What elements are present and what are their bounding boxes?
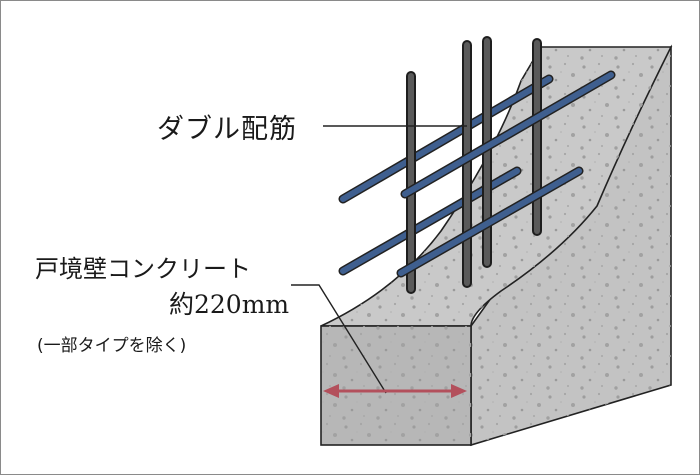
- double-rebar-label: ダブル配筋: [157, 114, 297, 145]
- thickness-dimension-arrow: [323, 384, 467, 398]
- exception-note-label: (一部タイプを除く): [37, 336, 187, 356]
- wall-thickness-label: 約220mm: [169, 290, 290, 319]
- wall-leader-line: [291, 284, 387, 394]
- horizontal-rebars-front: [396, 70, 616, 278]
- partition-wall-concrete-label: 戸境壁コンクリート: [35, 255, 251, 283]
